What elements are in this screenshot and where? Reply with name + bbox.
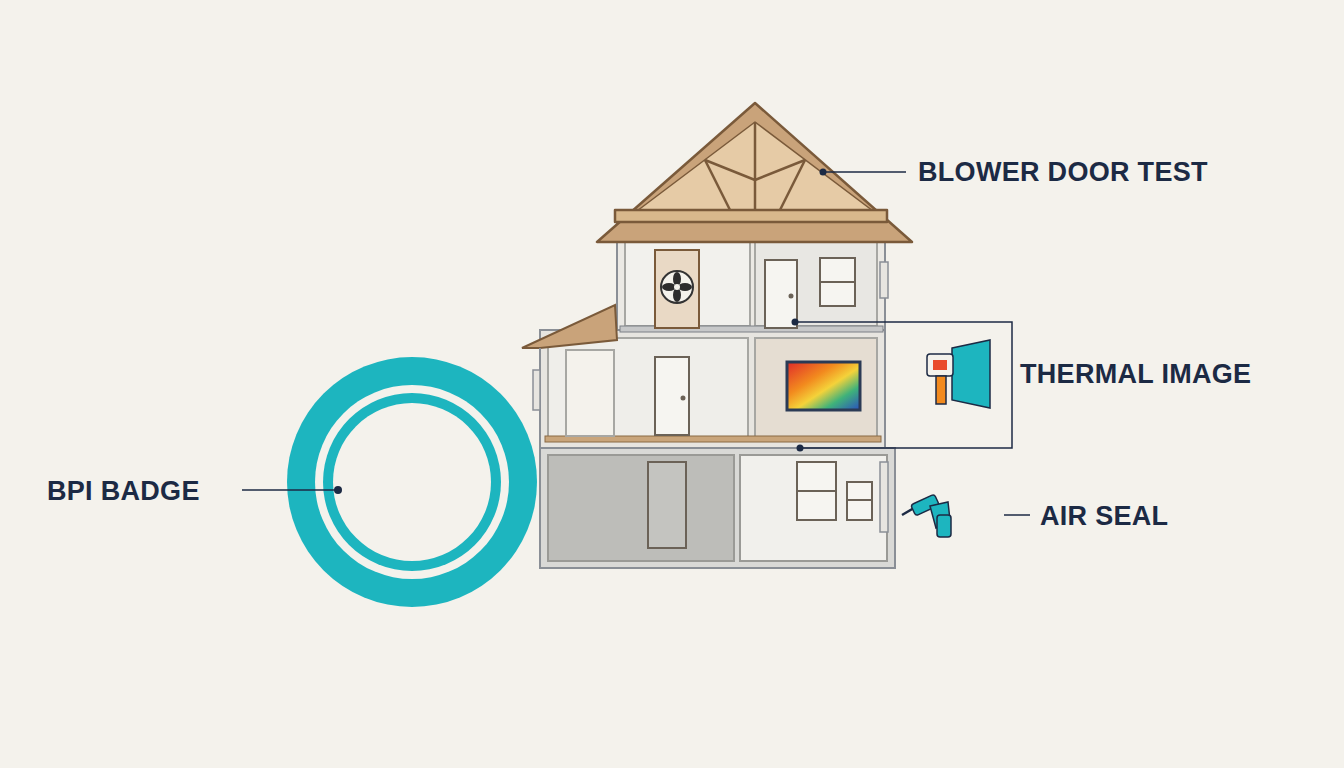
- leader-line: [823, 171, 906, 173]
- blower-door: [655, 250, 699, 328]
- leader-dot: [792, 319, 799, 326]
- wall-trim: [533, 262, 888, 532]
- callout-bracket: [795, 322, 1012, 448]
- callout-label: BPI BADGE: [47, 476, 200, 507]
- leader-dot: [797, 445, 804, 452]
- thermal-camera-icon: [927, 340, 990, 408]
- leader-dot: [820, 169, 827, 176]
- bpi-badge: [287, 357, 537, 607]
- leader-dot: [334, 486, 342, 494]
- porch: [522, 305, 617, 440]
- roof: [597, 103, 912, 242]
- callout-label: AIR SEAL: [1040, 501, 1168, 532]
- thermal-image: [787, 362, 860, 410]
- house-section: [540, 222, 895, 568]
- leader-line: [1004, 514, 1030, 516]
- callout-label: BLOWER DOOR TEST: [918, 157, 1208, 188]
- callout-label: THERMAL IMAGE: [1020, 359, 1251, 390]
- doors-windows: [648, 258, 872, 548]
- caulk-gun-icon: [902, 494, 951, 537]
- leader-line: [242, 489, 336, 491]
